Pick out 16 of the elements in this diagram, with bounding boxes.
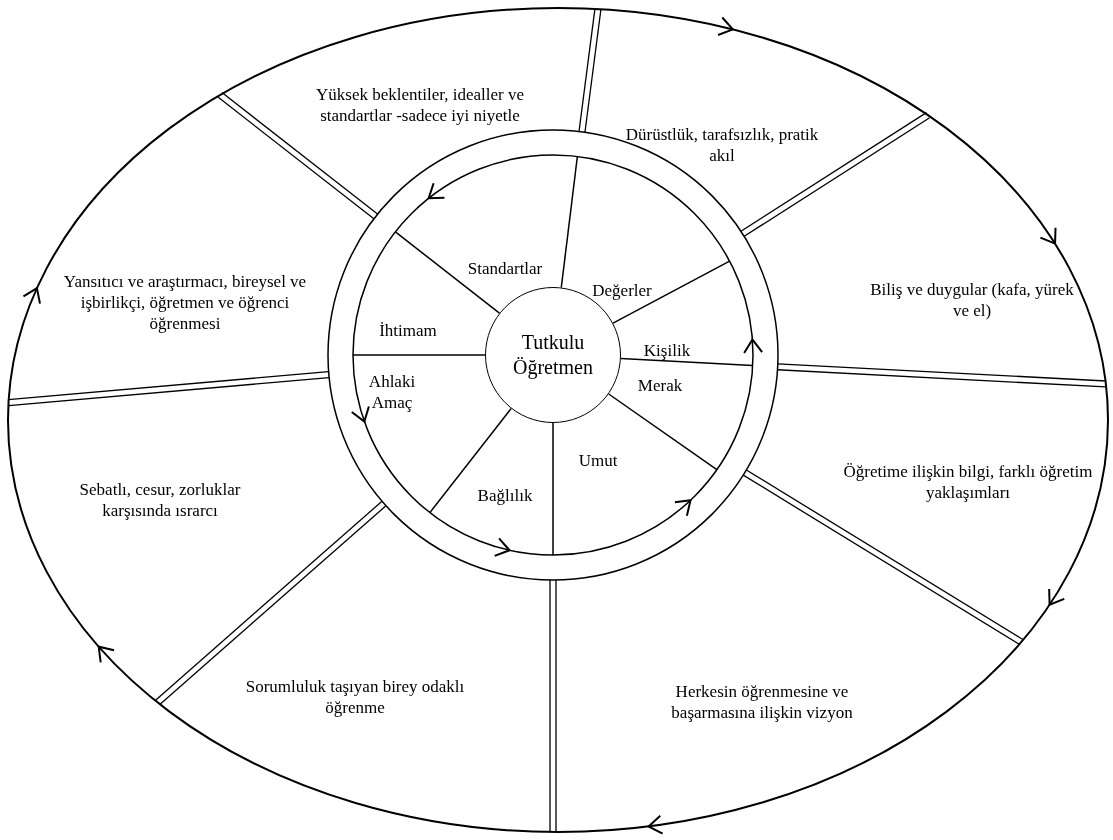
segment-label: Değerler [577, 279, 667, 301]
segment-label: Yüksek beklentiler, idealler ve standartlar -sadece iyi niyetle [305, 84, 535, 126]
segment-label: Ahlaki Amaç [357, 371, 427, 413]
segment-label: Herkesin öğrenmesine ve başarmasına ilişkin vizyon [642, 681, 882, 723]
segment-label: Yansıtıcı ve araştırmacı, bireysel ve işbirlikçi, öğretmen ve öğrenci öğrenmesi [55, 270, 315, 334]
segment-label: Bağlılık [465, 484, 545, 506]
segment-label: Öğretime ilişkin bilgi, farklı öğretim yaklaşımları [833, 461, 1103, 503]
segment-label: Sebatlı, cesur, zorluklar karşısında ısrarcı [60, 479, 260, 521]
segment-label: Dürüstlük, tarafsızlık, pratik akıl [622, 124, 822, 166]
segment-label: Umut [563, 449, 633, 471]
segment-label: İhtimam [368, 319, 448, 341]
segment-label: Merak [625, 374, 695, 396]
segment-label: Sorumluluk taşıyan birey odaklı öğrenme [245, 676, 465, 718]
segment-label: Biliş ve duygular (kafa, yürek ve el) [862, 279, 1082, 321]
segment-label: Standartlar [455, 257, 555, 279]
segment-label: Kişilik [632, 339, 702, 361]
